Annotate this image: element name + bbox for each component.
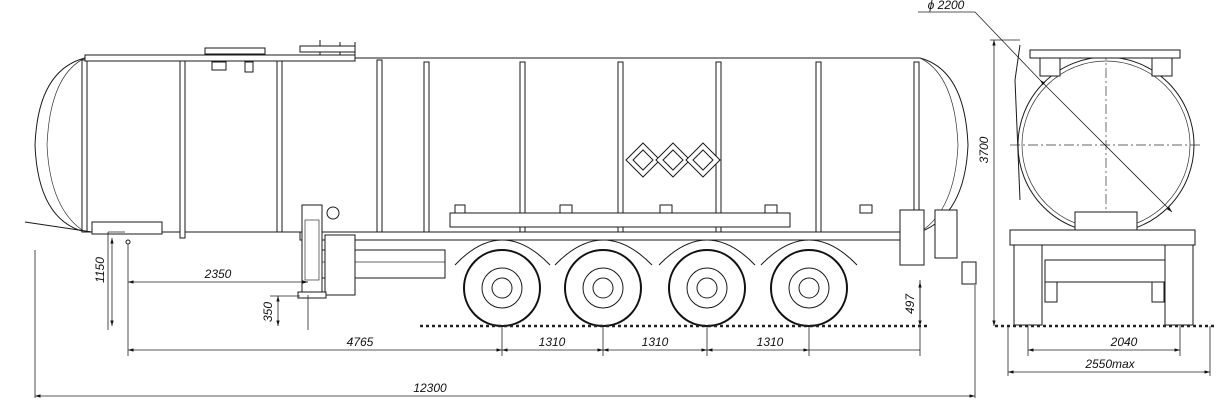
dim-rear-height: 497	[903, 293, 917, 314]
wheel	[668, 249, 746, 327]
dim-track-width: 2040	[1110, 335, 1138, 349]
tank-body	[34, 57, 969, 233]
hazard-placards	[625, 142, 721, 178]
rear-light-box	[899, 209, 925, 266]
side-dimensions: 1150 2350 350 497 4765 1310 1310 1310 12…	[34, 231, 976, 398]
rear-wheel-right	[1164, 244, 1194, 326]
dim-axle-spacing-2: 1310	[642, 335, 669, 349]
wheel	[564, 249, 642, 327]
rear-view	[995, 44, 1215, 328]
dim-diameter: ϕ 2200	[928, 0, 965, 12]
side-view	[24, 40, 977, 328]
dim-leg-ground: 350	[261, 302, 275, 322]
chassis-frame	[299, 231, 901, 241]
dim-kingpin-to-axle: 4765	[347, 335, 374, 349]
top-walkway	[84, 40, 356, 73]
dim-kingpin-to-leg: 2350	[204, 267, 232, 281]
wheel	[463, 249, 541, 327]
dim-overall-height: 3700	[977, 136, 991, 163]
dim-axle-spacing-1: 1310	[539, 335, 566, 349]
kingpin-plate	[91, 221, 163, 235]
wheel	[770, 249, 848, 327]
wheels	[454, 239, 858, 327]
dim-kingpin-height: 1150	[93, 257, 107, 283]
tank-ribs	[81, 59, 920, 239]
dim-axle-spacing-3: 1310	[757, 335, 784, 349]
rear-dimensions: ϕ 2200 3700 2040 2550max	[918, 0, 1211, 376]
dim-overall-width: 2550max	[1084, 357, 1135, 371]
rear-wheel-left	[1013, 244, 1043, 326]
side-rail	[449, 212, 791, 228]
landing-gear	[297, 204, 356, 299]
dim-overall-length: 12300	[413, 381, 447, 395]
rear-bumper	[1009, 229, 1196, 246]
